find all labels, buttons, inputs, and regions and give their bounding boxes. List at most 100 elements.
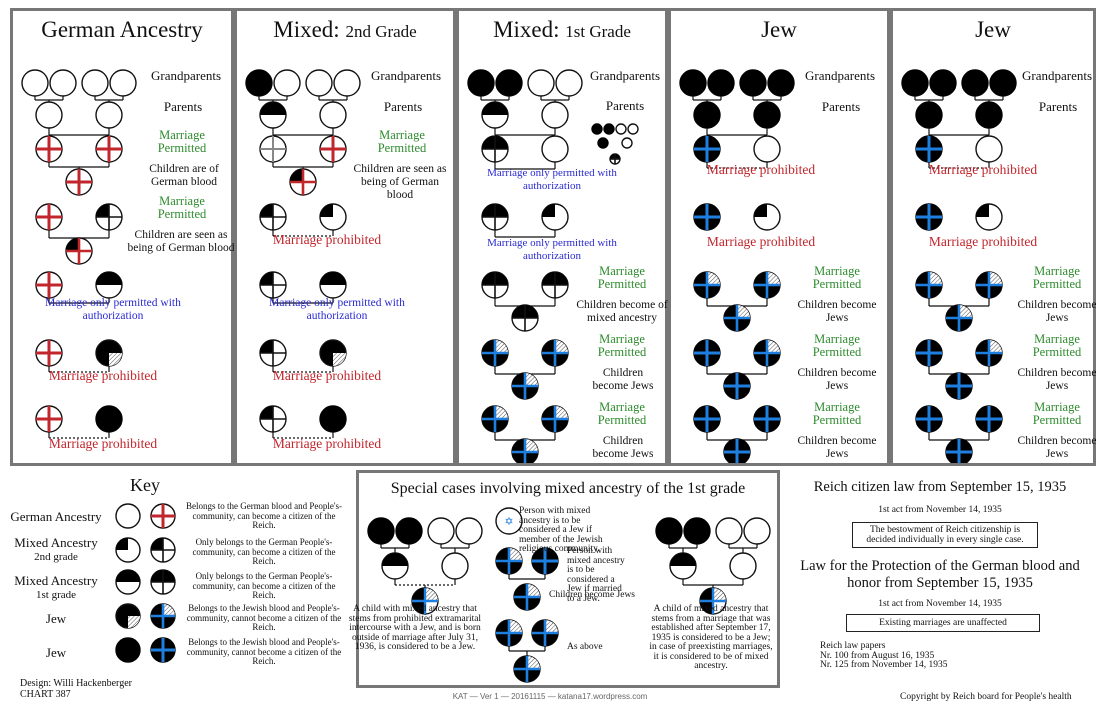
- symbol-icon: [319, 135, 347, 163]
- key-symbol-icon: [115, 569, 141, 595]
- panel-jew-1: Jew Grandparents Parents Marriage prohib…: [668, 8, 890, 466]
- person-icon: [259, 405, 287, 433]
- grandparent-icon: [929, 69, 957, 97]
- laws-section: Reich citizen law from September 15, 193…: [790, 470, 1096, 704]
- children-label: Children become Jews: [592, 435, 654, 460]
- grandparent-icon: [21, 69, 49, 97]
- pedigree-tree: [21, 69, 137, 439]
- person-icon: [35, 271, 63, 299]
- parents-label: Parents: [605, 98, 645, 113]
- grandparent-icon: [395, 517, 423, 545]
- person-icon: [753, 271, 781, 299]
- parents-label: Parents: [383, 99, 423, 114]
- symbol-icon: [753, 135, 781, 163]
- special-mid-text: Children become Jews: [549, 590, 636, 600]
- key-name: Jew: [45, 645, 67, 660]
- key-section: Key German Ancestry Belongs to the Germa…: [0, 470, 350, 704]
- parent-icon: [915, 101, 943, 129]
- star-icon: ✡: [504, 516, 513, 528]
- parent-icon: [753, 101, 781, 129]
- panel-title: Jew: [761, 17, 797, 42]
- marriage-prohibited-label: Marriage prohibited: [706, 162, 816, 177]
- grandparent-icon: [527, 69, 555, 97]
- child-icon: [513, 655, 541, 683]
- key-description: Belongs to the German blood and People's…: [185, 501, 343, 530]
- panel-title: German Ancestry: [41, 17, 203, 42]
- symbol-icon: [65, 237, 93, 265]
- grandparent-icon: [455, 517, 483, 545]
- marriage-prohibited-label: Marriage prohibited: [48, 368, 158, 383]
- grandparents-label: Grandparents: [150, 68, 222, 83]
- symbol-icon: [289, 168, 317, 196]
- grandparent-icon: [679, 69, 707, 97]
- person-icon: [481, 271, 509, 299]
- mini-icon: [603, 123, 615, 135]
- key-symbol-icon: [150, 603, 176, 629]
- key-symbol-icon: [150, 637, 176, 663]
- marriage-permitted-label: Marriage Permitted: [1032, 264, 1082, 291]
- marriage-prohibited-label: Marriage prohibited: [928, 162, 1038, 177]
- person-icon: [35, 203, 63, 231]
- symbol-icon: [945, 372, 973, 400]
- grandparent-icon: [989, 69, 1017, 97]
- person-icon: [975, 271, 1003, 299]
- marriage-permitted-label: Marriage Permitted: [157, 128, 207, 155]
- marriage-permitted-label: Marriage Permitted: [812, 400, 862, 427]
- special-right-text: A child of mixed ancestry that stems fro…: [649, 604, 773, 671]
- grandparent-icon: [655, 517, 683, 545]
- marriage-prohibited-label: Marriage prohibited: [272, 232, 382, 247]
- parent-icon: [35, 101, 63, 129]
- child-icon: [699, 587, 727, 615]
- special-mid-text: Person with mixed ancestry is to be cons…: [567, 546, 625, 604]
- person-icon: [531, 547, 559, 575]
- symbol-icon: [95, 135, 123, 163]
- authorization-label: Marriage only permitted with authorizati…: [487, 167, 617, 192]
- children-label: Children become of mixed ancestry: [576, 299, 668, 324]
- parents-label: Parents: [163, 99, 203, 114]
- grandparents-label: Grandparents: [370, 68, 442, 83]
- marriage-prohibited-label: Marriage prohibited: [928, 234, 1038, 249]
- person-icon: [541, 405, 569, 433]
- symbol-icon: [541, 135, 569, 163]
- person-icon: [975, 339, 1003, 367]
- person-icon: [531, 619, 559, 647]
- grandparent-icon: [683, 517, 711, 545]
- parent-icon: [319, 101, 347, 129]
- person-icon: [481, 405, 509, 433]
- children-label: Children become Jews: [1017, 299, 1096, 324]
- symbol-icon: [511, 372, 539, 400]
- panel-title: Jew: [975, 17, 1011, 42]
- mini-icon: [597, 137, 609, 149]
- marriage-permitted-label: Marriage Permitted: [1032, 400, 1082, 427]
- person-icon: [915, 405, 943, 433]
- children-label: Children become Jews: [797, 367, 877, 392]
- grandparent-icon: [555, 69, 583, 97]
- person-icon: [693, 271, 721, 299]
- special-left-text: A child with mixed ancestry that stems f…: [348, 604, 482, 652]
- person-icon: [319, 339, 347, 367]
- key-name: German Ancestry: [10, 509, 102, 524]
- symbol-icon: [693, 135, 721, 163]
- parent-icon: [975, 101, 1003, 129]
- law-box: The bestowment of Reich citizenship is d…: [852, 522, 1038, 548]
- marriage-permitted-label: Marriage Permitted: [812, 264, 862, 291]
- panel-german-ancestry: German Ancestry Grandparents Parents Mar…: [10, 8, 235, 466]
- grandparent-icon: [743, 517, 771, 545]
- mini-icon: [609, 153, 621, 165]
- special-title: Special cases involving mixed ancestry o…: [390, 480, 746, 497]
- mini-icon: [621, 137, 633, 149]
- parent-icon: [381, 552, 409, 580]
- authorization-label: Marriage only permitted with authorizati…: [45, 297, 181, 322]
- person-icon: [35, 339, 63, 367]
- parent-icon: [441, 552, 469, 580]
- key-name: Jew: [45, 611, 67, 626]
- grandparent-icon: [427, 517, 455, 545]
- children-label: Children are of German blood: [149, 163, 219, 188]
- symbol-icon: [915, 203, 943, 231]
- person-icon: [495, 547, 523, 575]
- symbol-icon: [723, 372, 751, 400]
- symbol-icon: [65, 168, 93, 196]
- key-description: Only belongs to the German People's-comm…: [192, 537, 336, 566]
- person-icon: [915, 271, 943, 299]
